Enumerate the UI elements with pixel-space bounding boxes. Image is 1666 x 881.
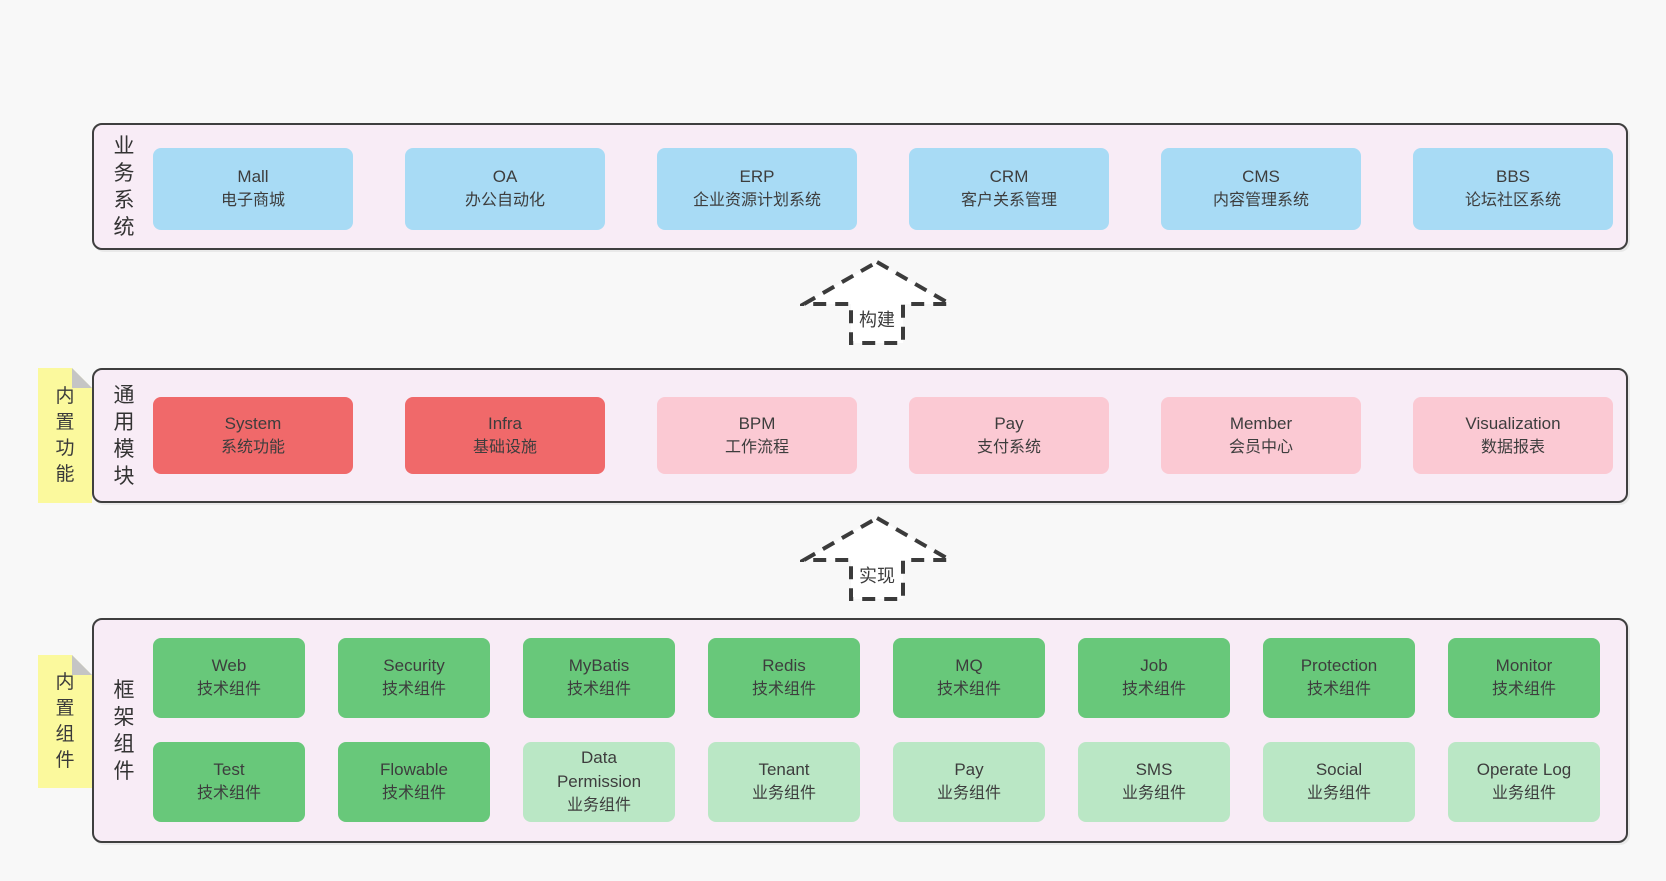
sticky-note-fold-corner bbox=[72, 368, 92, 388]
framework-components-row: 框架组件 Web 技术组件 Security 技术组件 MyBatis 技术组件… bbox=[92, 618, 1628, 843]
box-tenant: Tenant 业务组件 bbox=[708, 742, 860, 822]
box-web: Web 技术组件 bbox=[153, 638, 305, 718]
row-label-business: 业务系统 bbox=[113, 134, 135, 239]
box-protection: Protection 技术组件 bbox=[1263, 638, 1415, 718]
box-bbs: BBS 论坛社区系统 bbox=[1413, 148, 1613, 230]
modules-boxes-grid: System 系统功能 Infra 基础设施 BPM 工作流程 Pay 支付系统… bbox=[153, 397, 1613, 474]
box-sms: SMS 业务组件 bbox=[1078, 742, 1230, 822]
box-system: System 系统功能 bbox=[153, 397, 353, 474]
row-label-framework: 框架组件 bbox=[113, 678, 135, 783]
box-flowable: Flowable 技术组件 bbox=[338, 742, 490, 822]
box-mq: MQ 技术组件 bbox=[893, 638, 1045, 718]
box-oa: OA 办公自动化 bbox=[405, 148, 605, 230]
arrow-up-icon bbox=[800, 259, 954, 345]
arrow-implement-label: 实现 bbox=[854, 564, 900, 588]
business-boxes-grid: Mall 电子商城 OA 办公自动化 ERP 企业资源计划系统 CRM 客户关系… bbox=[153, 148, 1613, 230]
box-social: Social 业务组件 bbox=[1263, 742, 1415, 822]
box-infra: Infra 基础设施 bbox=[405, 397, 605, 474]
framework-boxes-grid: Web 技术组件 Security 技术组件 MyBatis 技术组件 Redi… bbox=[153, 638, 1600, 822]
sticky-note-fold-corner bbox=[72, 655, 92, 675]
business-systems-row: 业务系统 Mall 电子商城 OA 办公自动化 ERP 企业资源计划系统 CRM… bbox=[92, 123, 1628, 250]
row-label-modules: 通用模块 bbox=[113, 383, 135, 488]
box-pay-module: Pay 支付系统 bbox=[909, 397, 1109, 474]
common-modules-row: 通用模块 System 系统功能 Infra 基础设施 BPM 工作流程 Pay… bbox=[92, 368, 1628, 503]
box-bpm: BPM 工作流程 bbox=[657, 397, 857, 474]
box-monitor: Monitor 技术组件 bbox=[1448, 638, 1600, 718]
sticky-note-built-in-functions: 内置功能 bbox=[38, 368, 92, 503]
box-visualization: Visualization 数据报表 bbox=[1413, 397, 1613, 474]
box-crm: CRM 客户关系管理 bbox=[909, 148, 1109, 230]
box-cms: CMS 内容管理系统 bbox=[1161, 148, 1361, 230]
box-redis: Redis 技术组件 bbox=[708, 638, 860, 718]
box-job: Job 技术组件 bbox=[1078, 638, 1230, 718]
sticky-note-label: 内置功能 bbox=[55, 385, 75, 485]
box-mybatis: MyBatis 技术组件 bbox=[523, 638, 675, 718]
sticky-note-label: 内置组件 bbox=[55, 671, 75, 771]
arrow-up-icon bbox=[800, 515, 954, 601]
box-test: Test 技术组件 bbox=[153, 742, 305, 822]
sticky-note-built-in-components: 内置组件 bbox=[38, 655, 92, 788]
arrow-build-label: 构建 bbox=[854, 308, 900, 332]
box-member: Member 会员中心 bbox=[1161, 397, 1361, 474]
box-pay-component: Pay 业务组件 bbox=[893, 742, 1045, 822]
box-data-permission: Data Permission 业务组件 bbox=[523, 742, 675, 822]
box-mall: Mall 电子商城 bbox=[153, 148, 353, 230]
arrow-build: 构建 bbox=[800, 258, 954, 346]
box-erp: ERP 企业资源计划系统 bbox=[657, 148, 857, 230]
box-operate-log: Operate Log 业务组件 bbox=[1448, 742, 1600, 822]
box-security: Security 技术组件 bbox=[338, 638, 490, 718]
arrow-implement: 实现 bbox=[800, 514, 954, 602]
